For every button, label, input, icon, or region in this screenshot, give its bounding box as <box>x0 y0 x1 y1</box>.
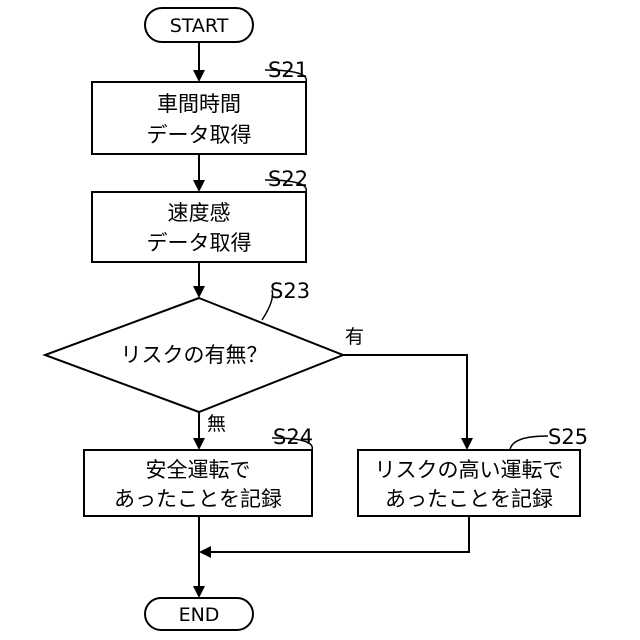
s25-line1: リスクの高い運転で <box>375 458 564 482</box>
arrowhead-s22 <box>193 180 205 192</box>
arrowhead-s21 <box>193 70 205 82</box>
branch-label-no: 無 <box>207 413 226 435</box>
step-id-s24: S24 <box>273 425 313 449</box>
step-id-s22: S22 <box>268 167 308 191</box>
arrowhead-end <box>193 586 205 598</box>
arrowhead-merge <box>199 546 211 558</box>
step-id-s25: S25 <box>548 425 588 449</box>
s22-line2: データ取得 <box>147 231 252 255</box>
leader-s25 <box>510 436 548 450</box>
branch-label-yes: 有 <box>345 326 364 348</box>
end-label: END <box>179 604 220 626</box>
start-label: START <box>170 15 229 37</box>
step-id-s21: S21 <box>268 58 308 82</box>
step-id-s23: S23 <box>270 279 310 303</box>
s21-line1: 車間時間 <box>157 92 241 116</box>
s25-line2: あったことを記録 <box>385 487 553 511</box>
arrowhead-s23 <box>193 286 205 298</box>
s21-line2: データ取得 <box>147 123 252 147</box>
s24-line1: 安全運転で <box>146 458 251 482</box>
s23-question: リスクの有無？ <box>121 343 268 367</box>
arrowhead-s24 <box>193 438 205 450</box>
s22-line1: 速度感 <box>168 201 231 225</box>
connector-s25-merge <box>211 516 469 552</box>
arrowhead-s25 <box>461 438 473 450</box>
s24-line2: あったことを記録 <box>114 487 282 511</box>
connector-yes-s25 <box>343 355 467 438</box>
